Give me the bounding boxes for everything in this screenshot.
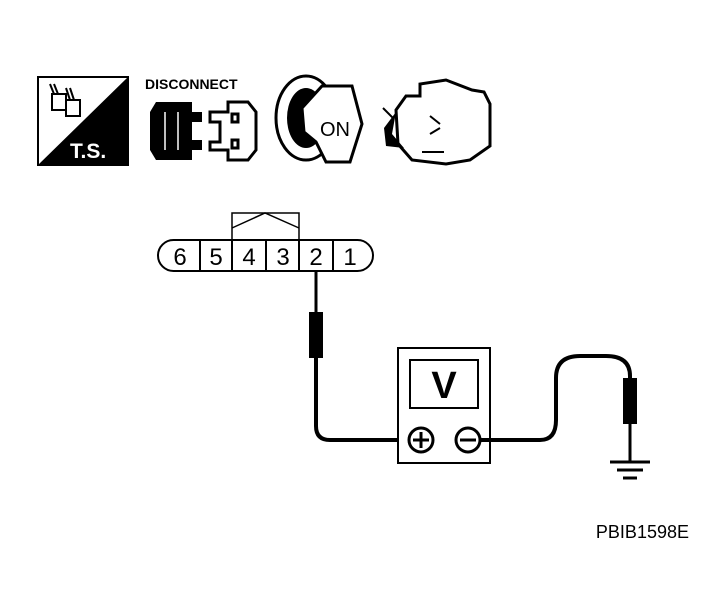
male-connector-icon bbox=[208, 100, 258, 162]
meter-display bbox=[409, 359, 479, 409]
ignition-key-icon: ON bbox=[274, 74, 364, 164]
pin-5: 5 bbox=[209, 244, 222, 271]
disconnect-icon: DISCONNECT bbox=[145, 76, 258, 162]
ground-icon bbox=[610, 460, 650, 480]
female-connector-icon bbox=[150, 102, 202, 160]
positive-terminal-icon bbox=[407, 426, 435, 454]
pin-3: 3 bbox=[276, 244, 289, 271]
negative-lead-wire bbox=[480, 354, 632, 442]
connector-lock-arrow bbox=[231, 212, 300, 229]
engine-running-icon bbox=[382, 78, 492, 166]
figure-code: PBIB1598E bbox=[596, 522, 689, 542]
positive-probe bbox=[309, 271, 408, 442]
pin-1: 1 bbox=[343, 244, 356, 271]
connector-lock-tab bbox=[231, 212, 300, 240]
negative-terminal-icon bbox=[454, 426, 482, 454]
ts-label: T.S. bbox=[70, 140, 106, 163]
positive-lead-wire bbox=[314, 358, 408, 442]
voltmeter: V bbox=[397, 347, 491, 464]
pin-2: 2 bbox=[309, 244, 322, 271]
pin-6: 6 bbox=[173, 244, 186, 271]
disconnect-label: DISCONNECT bbox=[145, 76, 238, 92]
pin-4: 4 bbox=[242, 244, 255, 271]
ignition-on-label: ON bbox=[320, 119, 350, 141]
negative-probe bbox=[480, 354, 637, 462]
harness-connector-icon bbox=[49, 83, 81, 117]
ts-icon: T.S. bbox=[37, 76, 129, 166]
connector-dividers bbox=[199, 240, 334, 271]
connector: 6 5 4 3 2 1 bbox=[157, 212, 374, 272]
meter-symbol: V bbox=[431, 365, 457, 407]
